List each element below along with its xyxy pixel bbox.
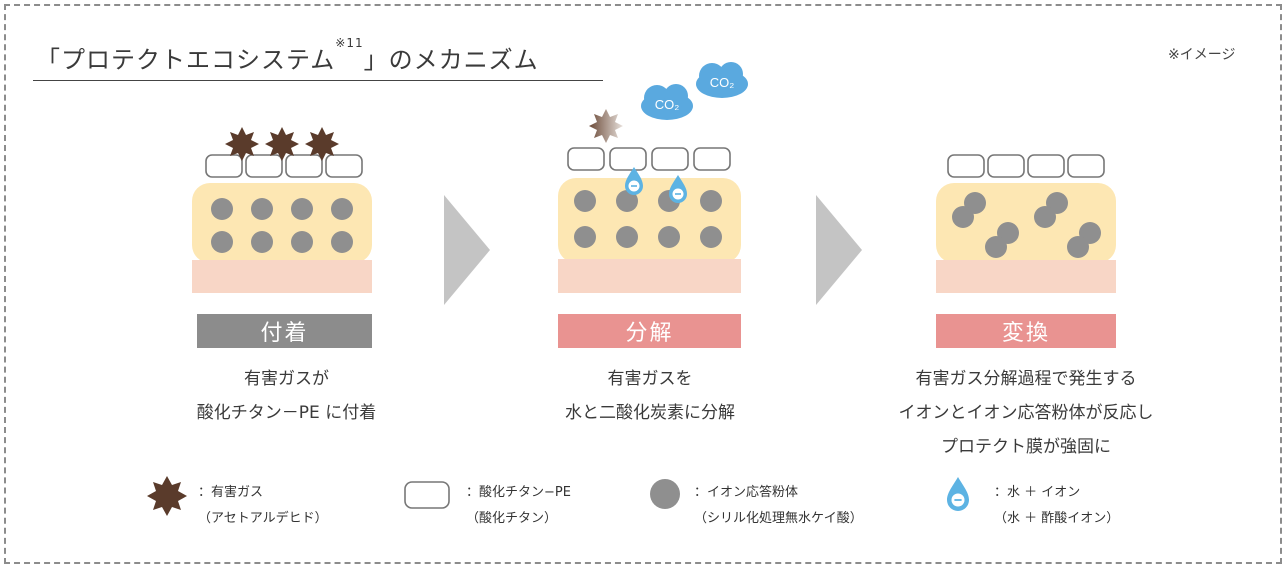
ion-powder-icon	[650, 479, 680, 509]
title-underline	[33, 80, 603, 81]
titanium-oxide-row	[567, 147, 731, 171]
ion-powder-particles	[211, 198, 353, 253]
co2-cloud-icon: CO₂	[641, 84, 693, 120]
water-ion-icon	[947, 477, 969, 511]
titanium-oxide-icon	[404, 481, 450, 509]
skin-layer	[558, 259, 741, 293]
svg-text:CO₂: CO₂	[710, 75, 735, 90]
stage-3-label: 変換	[936, 314, 1116, 348]
image-note: ※イメージ	[1168, 47, 1236, 63]
legend-ion-powder: ：イオン応答粉体（シリル化処理無水ケイ酸）	[694, 485, 863, 526]
bonded-particles	[952, 192, 1101, 258]
titanium-oxide-row	[205, 154, 363, 178]
legend-titanium-oxide: ：酸化チタン−PE（酸化チタン）	[466, 485, 571, 526]
ion-powder-particles	[574, 190, 722, 248]
arrow-2-icon	[816, 195, 862, 305]
coating-layer	[192, 183, 372, 263]
stage-1-label: 付着	[197, 314, 372, 348]
water-ion-drop-icon	[669, 175, 687, 203]
harmful-gas-icons	[225, 127, 339, 161]
co2-cloud-icon: CO₂	[696, 62, 748, 98]
skin-layer	[192, 260, 372, 293]
legend-harmful-gas: ：有害ガス（アセトアルデヒド）	[198, 485, 328, 526]
stage-3-caption: 有害ガス分解過程で発生する イオンとイオン応答粉体が反応し プロテクト膜が強固に	[898, 369, 1154, 457]
stage-3-illustration	[936, 154, 1116, 293]
titanium-oxide-row	[947, 154, 1105, 178]
stage-2-illustration: CO₂ CO₂	[558, 62, 748, 293]
stage-2-caption: 有害ガスを 水と二酸化炭素に分解	[565, 369, 735, 423]
decomposing-gas-icon	[589, 109, 623, 143]
mechanism-diagram: CO₂ CO₂	[147, 62, 1116, 516]
page-title: 「プロテクトエコシステム※11」のメカニズム	[36, 36, 539, 74]
legend-water-ion: ：水 ＋ イオン（水 ＋ 酢酸イオン）	[994, 485, 1120, 526]
stage-2-label: 分解	[558, 314, 741, 348]
stage-1-caption: 有害ガスが 酸化チタン－PE に付着	[196, 369, 377, 423]
coating-layer	[558, 178, 741, 263]
stage-1-illustration	[192, 127, 372, 293]
water-ion-drop-icon	[625, 167, 643, 195]
svg-text:CO₂: CO₂	[655, 97, 680, 112]
arrow-1-icon	[444, 195, 490, 305]
skin-layer	[936, 260, 1116, 293]
harmful-gas-icon	[147, 476, 187, 516]
